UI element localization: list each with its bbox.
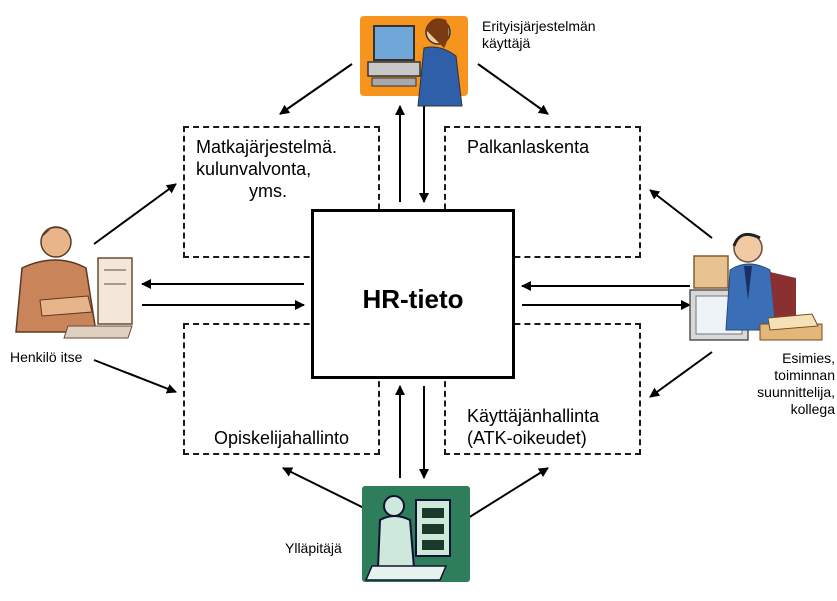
system-label-student-admin: Opiskelijahallinto [214, 428, 350, 448]
system-label-travel-line1: Matkajärjestelmä. [196, 137, 338, 157]
system-label-user-management-line1: Käyttäjänhallinta [467, 406, 600, 426]
person-at-computer-icon [15, 226, 133, 339]
arrow-top-to-travel [279, 63, 353, 115]
actor-label-administrator: Ylläpitäjä [285, 540, 342, 556]
arrow-bottom-to-user-mgmt [467, 467, 549, 519]
computer-user-icon [360, 16, 468, 107]
system-label-user-management-line2: (ATK-oikeudet) [467, 428, 587, 448]
arrow-right-to-user-mgmt [649, 351, 713, 398]
administrator-icon [362, 486, 470, 582]
actor-label-special-system-user: Erityisjärjestelmän käyttäjä [482, 18, 596, 52]
actor-label-manager: Esimies, toiminnan suunnittelija, kolleg… [757, 350, 835, 418]
arrow-top-to-payroll [477, 63, 549, 115]
system-label-user-management: Käyttäjänhallinta (ATK-oikeudet) [467, 405, 599, 449]
actor-label-special-system-user-line2: käyttäjä [482, 35, 531, 51]
system-label-travel-line2: kulunvalvonta, [196, 159, 312, 179]
system-box-bottom-right [444, 323, 641, 455]
actor-label-manager-line3: suunnittelija, [757, 384, 835, 400]
arrow-bottom-to-student [282, 467, 369, 511]
hr-data-label: HR-tieto [362, 284, 464, 314]
system-label-travel-line3: yms. [249, 181, 287, 201]
arrow-left-to-student [93, 359, 177, 394]
actor-label-manager-line4: kollega [790, 401, 835, 417]
system-box-bottom-left [183, 323, 380, 455]
arrow-right-to-payroll [649, 189, 713, 239]
actor-label-manager-line1: Esimies, [782, 350, 835, 366]
manager-with-headset-icon [689, 232, 823, 341]
actor-label-special-system-user-line1: Erityisjärjestelmän [482, 18, 596, 34]
system-box-top-left [183, 126, 380, 258]
system-label-travel: Matkajärjestelmä. kulunvalvonta, yms. [196, 136, 337, 202]
system-label-payroll: Palkanlaskenta [467, 137, 590, 157]
hr-data-box: HR-tieto [311, 209, 515, 379]
arrow-left-to-travel [93, 183, 177, 245]
actor-label-employee-self: Henkilö itse [10, 349, 83, 365]
system-box-top-right [444, 126, 641, 258]
actor-label-manager-line2: toiminnan [774, 367, 835, 383]
